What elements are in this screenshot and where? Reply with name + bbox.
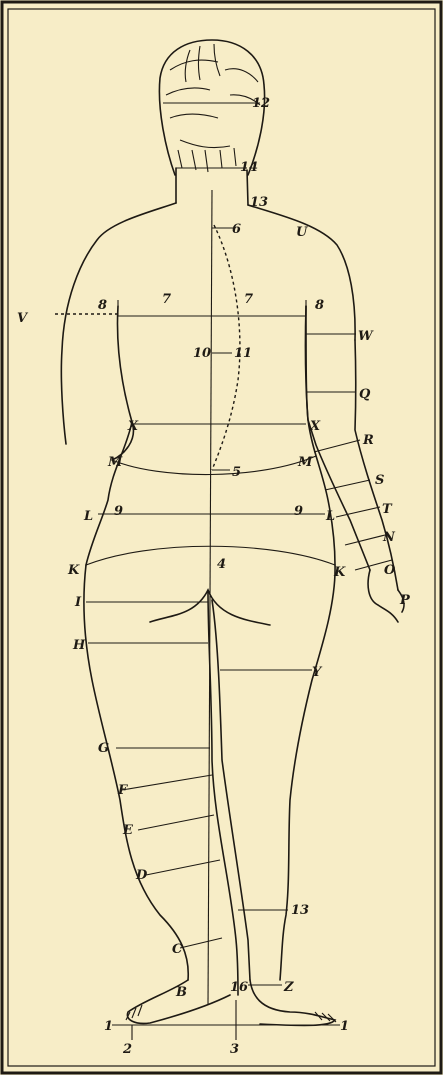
measurement-label: 12	[252, 96, 270, 111]
measurement-label: 1	[340, 1019, 349, 1034]
measurement-label: Q	[359, 387, 371, 402]
left-leg-inner	[208, 590, 238, 995]
measurement-label: G	[98, 741, 109, 756]
measurement-label: D	[135, 868, 148, 883]
measurement-label: 5	[232, 465, 241, 480]
measurement-label: C	[172, 942, 183, 957]
measure-e	[138, 815, 214, 830]
left-shoulder-arm	[61, 203, 176, 444]
measurement-label: 8	[98, 298, 107, 313]
measurement-label: M	[297, 455, 313, 470]
measurement-label: 9	[294, 504, 303, 519]
measurement-label: F	[117, 783, 128, 798]
measurement-label: U	[296, 225, 308, 240]
left-leg-outer	[84, 565, 188, 980]
torso-right	[306, 306, 335, 565]
measurement-label: 7	[244, 292, 253, 307]
measurement-label: X	[127, 419, 139, 434]
measurement-label: M	[107, 455, 123, 470]
measurement-label: 4	[217, 557, 226, 572]
measurement-label: 1	[104, 1019, 113, 1034]
measurement-label: 8	[315, 298, 324, 313]
right-toes	[315, 1012, 336, 1022]
measurement-label: L	[325, 509, 335, 524]
measurement-label: W	[358, 329, 374, 344]
neck-right	[247, 170, 248, 205]
measurement-label: 11	[234, 346, 252, 361]
measurement-label: Z	[283, 980, 294, 995]
measurement-label: S	[375, 473, 384, 488]
measurement-label: 14	[240, 160, 258, 175]
right-arm-outer	[355, 340, 398, 590]
measurement-label: T	[382, 502, 393, 517]
torso-left	[86, 422, 132, 565]
right-arm-inner	[305, 306, 370, 570]
measurement-label: 13	[250, 195, 268, 210]
measurement-label: X	[309, 419, 321, 434]
measure-r	[314, 440, 360, 452]
measurement-label: K	[333, 565, 346, 580]
measurement-label: R	[362, 433, 374, 448]
measurement-label: Y	[312, 665, 323, 680]
right-leg-inner	[212, 600, 250, 980]
measurement-label: 6	[232, 222, 241, 237]
measurement-label: V	[17, 311, 29, 326]
measurement-label: P	[399, 593, 411, 608]
measurement-label: 3	[230, 1042, 239, 1057]
measurement-label: I	[74, 595, 82, 610]
measurement-label: N	[382, 530, 396, 545]
measurement-label: O	[384, 563, 396, 578]
measurement-label: 2	[122, 1042, 132, 1057]
measure-f	[122, 775, 212, 790]
measurement-label: 9	[114, 504, 123, 519]
left-arm-inner	[112, 306, 133, 460]
measurement-label: B	[175, 985, 187, 1000]
hair-strands	[166, 44, 260, 172]
measurement-label: L	[83, 509, 93, 524]
measure-n	[345, 535, 385, 545]
figure-outline	[61, 40, 404, 1025]
measurement-label: E	[122, 823, 134, 838]
measurement-label: K	[67, 563, 80, 578]
measurement-label: 16	[230, 980, 248, 995]
head-outline	[159, 40, 264, 175]
measurement-label: 10	[193, 346, 211, 361]
measure-c	[180, 938, 222, 948]
measurement-label: 13	[291, 903, 309, 918]
measurement-label: 7	[162, 292, 171, 307]
measure-t	[336, 507, 380, 517]
measurement-label: H	[72, 638, 86, 653]
